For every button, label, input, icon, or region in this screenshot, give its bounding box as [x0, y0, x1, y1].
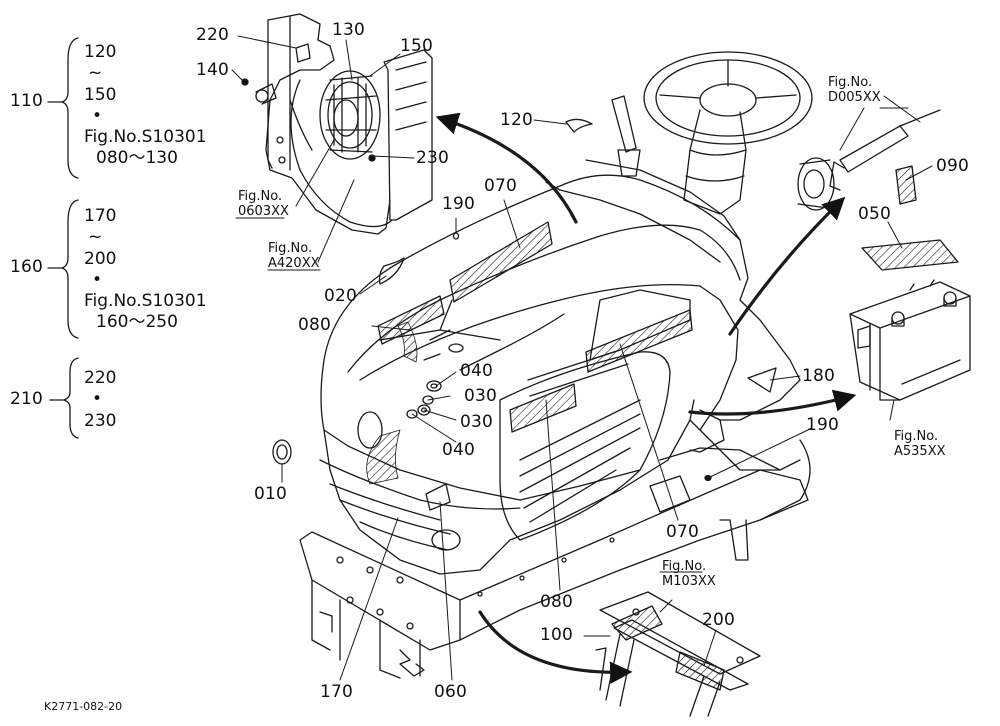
- group-110-from: 120: [84, 42, 117, 62]
- group-160-to: 200: [84, 248, 117, 269]
- group-160-parent: 160: [10, 257, 44, 277]
- callout-080-bottom: 080: [540, 592, 574, 612]
- air-cleaner: [797, 109, 941, 211]
- decals: [366, 221, 693, 511]
- fig-ref-M103: Fig.No. M103XX: [662, 559, 716, 590]
- callout-090: 090: [936, 156, 970, 176]
- callout-070-top: 070: [484, 176, 518, 196]
- fig-ref-D005: Fig.No. D005XX: [828, 75, 881, 106]
- group-160-fig-range: 160～250: [96, 312, 178, 333]
- group-160-from: 170: [84, 206, 117, 226]
- fig-ref-A420: Fig.No. A420XX: [268, 241, 320, 272]
- battery: [849, 279, 971, 401]
- callout-010: 010: [254, 484, 288, 504]
- fig-ref-M103-label: Fig.No.: [662, 559, 707, 574]
- callout-080-left: 080: [298, 315, 332, 335]
- callout-170: 170: [320, 682, 354, 702]
- fig-ref-A535: Fig.No. A535XX: [894, 429, 946, 460]
- chassis-frame: [299, 447, 809, 679]
- group-160-sep: •: [92, 269, 103, 290]
- callout-030-b: 030: [460, 412, 494, 432]
- group-210-second: 230: [84, 410, 117, 431]
- group-110-sep: •: [92, 105, 103, 126]
- fender-panel: [699, 299, 811, 521]
- steering-wheel: [611, 51, 813, 215]
- callout-140: 140: [196, 60, 230, 80]
- callout-150: 150: [400, 36, 434, 56]
- group-110-to: 150: [84, 84, 117, 105]
- fig-ref-0603: Fig.No. 0603XX: [238, 189, 289, 220]
- leader-lines: [231, 35, 933, 681]
- fan-shroud: [241, 13, 433, 235]
- callout-050: 050: [858, 204, 892, 224]
- group-110-fig: Fig.No.S10301: [84, 127, 207, 147]
- callout-190-top: 190: [442, 194, 476, 214]
- group-110-range-mark: ~: [88, 63, 103, 84]
- group-110-parent: 110: [10, 91, 44, 111]
- callout-070-bottom: 070: [666, 522, 700, 542]
- callout-130: 130: [332, 20, 366, 40]
- callout-230: 230: [416, 148, 450, 168]
- fig-ref-D005-code: D005XX: [828, 89, 881, 105]
- group-210-sep: •: [92, 389, 103, 410]
- callout-040-b: 040: [442, 440, 476, 460]
- flow-arrows: [435, 112, 857, 684]
- fasteners: [272, 118, 777, 482]
- callout-120: 120: [500, 110, 534, 130]
- callout-180: 180: [802, 366, 836, 386]
- group-210-parent: 210: [10, 389, 44, 409]
- group-210-first: 220: [84, 368, 117, 388]
- callout-100: 100: [540, 625, 574, 645]
- filter-pad: [861, 239, 959, 271]
- callout-040-a: 040: [460, 361, 494, 381]
- callout-020: 020: [324, 286, 358, 306]
- group-210-range: 220 • 230: [84, 368, 116, 432]
- callout-060: 060: [434, 682, 468, 702]
- fig-ref-D005-label: Fig.No.: [828, 75, 873, 90]
- group-110-fig-range: 080～130: [96, 148, 178, 169]
- group-110-range: 120 ~ 150 • Fig.No.S10301 080～130: [84, 42, 207, 170]
- fig-ref-A420-label: Fig.No.: [268, 241, 313, 256]
- group-160-range-mark: ~: [88, 227, 103, 248]
- callout-030-a: 030: [464, 386, 498, 406]
- callout-220: 220: [196, 25, 230, 45]
- fig-ref-A420-code: A420XX: [268, 255, 320, 271]
- drawing-code: K2771-082-20: [44, 700, 123, 713]
- fig-ref-A535-code: A535XX: [894, 443, 946, 459]
- fig-ref-0603-label: Fig.No.: [238, 189, 283, 204]
- fig-ref-A535-label: Fig.No.: [894, 429, 939, 444]
- group-160-fig: Fig.No.S10301: [84, 291, 207, 311]
- callout-200: 200: [702, 610, 736, 630]
- fig-ref-M103-code: M103XX: [662, 573, 716, 589]
- group-brackets: [47, 37, 79, 439]
- fig-ref-0603-code: 0603XX: [238, 203, 289, 219]
- support-frame: [595, 591, 761, 717]
- group-160-range: 170 ~ 200 • Fig.No.S10301 160～250: [84, 206, 207, 334]
- callout-190-right: 190: [806, 415, 840, 435]
- hood-body: [319, 159, 749, 575]
